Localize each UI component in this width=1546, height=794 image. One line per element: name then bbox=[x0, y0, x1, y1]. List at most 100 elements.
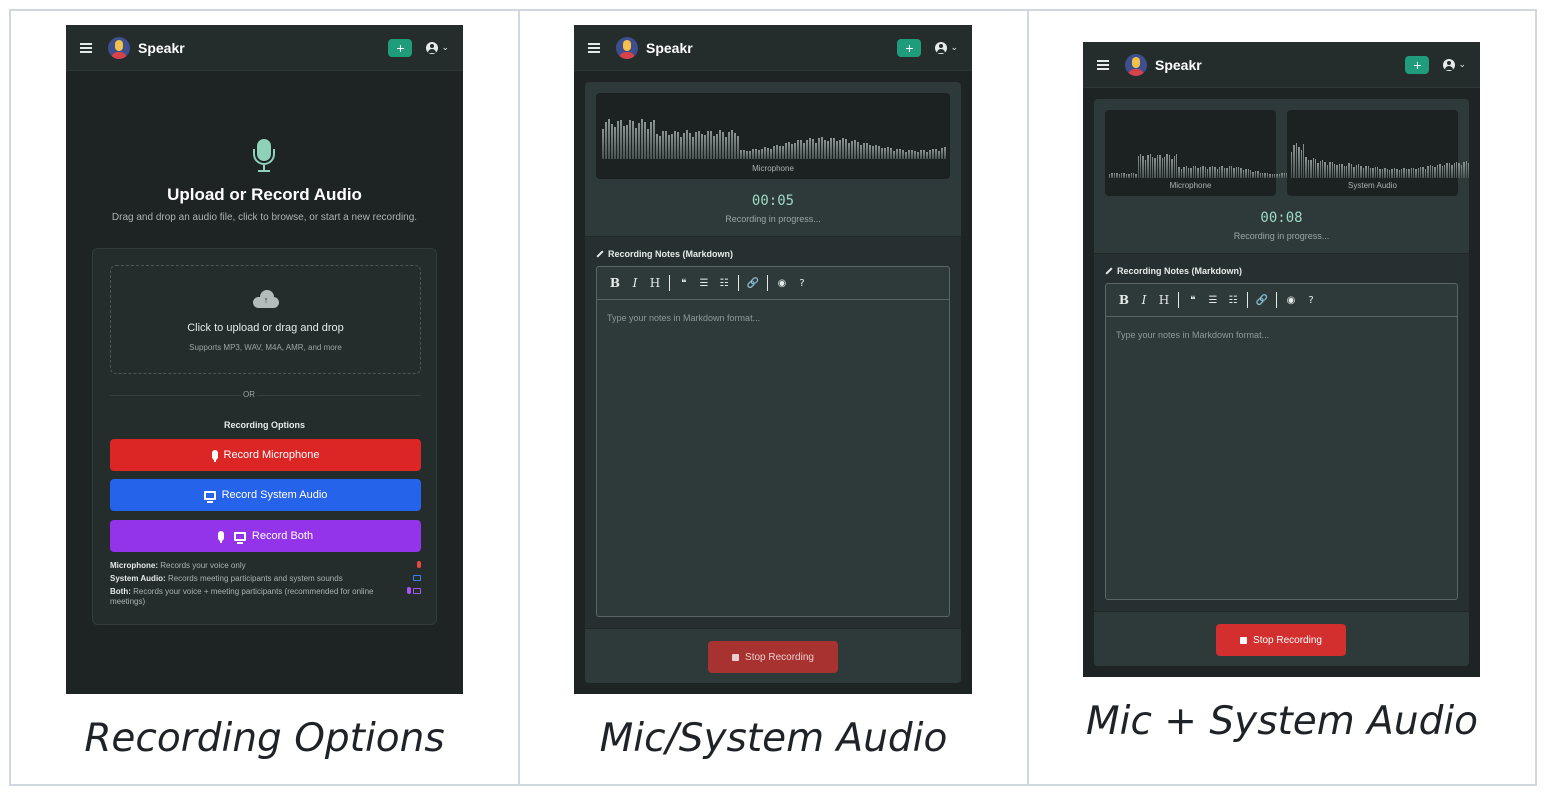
bullet-list-icon[interactable]: ☰ bbox=[1208, 294, 1218, 306]
waveform-bar bbox=[734, 133, 736, 159]
cell-recording-options: Speakr + ⌄ Upload or Record Audio Drag a… bbox=[11, 11, 520, 784]
waveform-bar bbox=[1257, 171, 1259, 178]
waveform-bars bbox=[602, 113, 946, 159]
upload-title: Click to upload or drag and drop bbox=[187, 322, 344, 334]
waveform-bar bbox=[1386, 169, 1389, 178]
heading-button[interactable]: H bbox=[1158, 293, 1170, 307]
recording-options-heading: Recording Options bbox=[224, 420, 305, 430]
waveform-bar bbox=[1291, 152, 1293, 178]
waveform-bar bbox=[839, 140, 841, 159]
waveform-bar bbox=[617, 121, 619, 159]
quote-icon[interactable]: ❝ bbox=[681, 277, 687, 289]
upload-dropzone[interactable]: ↑ Click to upload or drag and drop Suppo… bbox=[110, 265, 421, 374]
waveform-bar bbox=[887, 147, 889, 159]
brand-name[interactable]: Speakr bbox=[646, 39, 693, 56]
numbered-list-icon[interactable]: ☷ bbox=[719, 277, 729, 289]
waveform-bar bbox=[656, 134, 658, 159]
brand-name[interactable]: Speakr bbox=[1155, 56, 1202, 73]
waveform-bar bbox=[722, 132, 724, 159]
new-recording-button[interactable]: + bbox=[1405, 55, 1430, 74]
preview-icon[interactable]: ◉ bbox=[1286, 294, 1296, 306]
quote-icon[interactable]: ❝ bbox=[1190, 294, 1196, 306]
user-menu[interactable]: ⌄ bbox=[426, 41, 449, 54]
page-title: Upload or Record Audio bbox=[167, 185, 362, 204]
waveform-bar bbox=[1307, 160, 1310, 178]
waveform-bar bbox=[1278, 174, 1281, 178]
stop-recording-button[interactable]: Stop Recording bbox=[1216, 624, 1346, 656]
italic-button[interactable]: I bbox=[632, 276, 638, 290]
notes-label: Recording Notes (Markdown) bbox=[596, 249, 733, 259]
help-icon[interactable]: ? bbox=[1308, 294, 1314, 306]
waveform-bar bbox=[1216, 169, 1218, 178]
link-icon[interactable]: 🔗 bbox=[746, 277, 760, 289]
waveform-bar bbox=[833, 138, 835, 159]
legend-system-audio: System Audio: Records meeting participan… bbox=[110, 574, 421, 584]
menu-icon[interactable] bbox=[80, 42, 92, 53]
user-menu[interactable]: ⌄ bbox=[1443, 58, 1466, 71]
screenshot-both-recording: Speakr + ⌄ Microphone System Audio 00:08… bbox=[1083, 42, 1480, 677]
waveform-bar bbox=[1417, 168, 1420, 178]
waveform-bar bbox=[710, 131, 712, 159]
waveform-bar bbox=[1295, 143, 1298, 178]
link-icon[interactable]: 🔗 bbox=[1255, 294, 1269, 306]
menu-icon[interactable] bbox=[588, 42, 600, 53]
waveform-bar bbox=[800, 140, 802, 159]
markdown-editor[interactable]: B I H ❝ ☰ ☷ 🔗 ◉ ? bbox=[1105, 283, 1458, 600]
waveform-bar bbox=[731, 130, 733, 159]
editor-toolbar: B I H ❝ ☰ ☷ 🔗 ◉ ? bbox=[597, 267, 949, 300]
waveform-bar bbox=[923, 150, 925, 159]
waveform-bar bbox=[1334, 164, 1336, 178]
waveform-bar bbox=[1218, 167, 1221, 178]
microphone-icon bbox=[217, 531, 224, 543]
waveform-bar bbox=[1245, 169, 1247, 178]
waveform-bar bbox=[806, 140, 808, 159]
waveform-bar bbox=[1343, 166, 1345, 178]
waveform-bar bbox=[1159, 155, 1161, 178]
waveform-bar bbox=[1178, 167, 1180, 178]
record-both-button[interactable]: Record Both bbox=[110, 520, 421, 552]
waveform-bar bbox=[1372, 168, 1374, 178]
record-microphone-button[interactable]: Record Microphone bbox=[110, 439, 421, 471]
waveform-bar bbox=[1221, 166, 1223, 178]
stop-icon bbox=[1240, 636, 1248, 644]
divider bbox=[110, 395, 421, 396]
record-system-audio-button[interactable]: Record System Audio bbox=[110, 479, 421, 511]
stop-recording-button[interactable]: Stop Recording bbox=[708, 641, 838, 673]
waveform-bar bbox=[1353, 167, 1355, 178]
waveform-bar bbox=[1235, 167, 1238, 178]
bold-button[interactable]: B bbox=[609, 276, 621, 290]
waveform-bar bbox=[1424, 169, 1427, 178]
waveform-bar bbox=[686, 130, 688, 159]
waveform-bar bbox=[1142, 156, 1144, 178]
waveform-bar bbox=[1197, 168, 1199, 178]
preview-icon[interactable]: ◉ bbox=[777, 277, 787, 289]
stop-recording-label: Stop Recording bbox=[745, 651, 814, 663]
stop-recording-label: Stop Recording bbox=[1253, 634, 1322, 646]
waveform-bar bbox=[1171, 159, 1173, 178]
heading-button[interactable]: H bbox=[649, 276, 661, 290]
new-recording-button[interactable]: + bbox=[388, 38, 413, 57]
caption-mic-system-audio: Mic/System Audio bbox=[599, 716, 948, 761]
user-menu[interactable]: ⌄ bbox=[935, 41, 958, 54]
waveform-bar bbox=[725, 137, 727, 159]
stop-icon bbox=[732, 653, 740, 661]
waveform-bar bbox=[1111, 173, 1113, 178]
menu-icon[interactable] bbox=[1097, 59, 1109, 70]
new-recording-button[interactable]: + bbox=[897, 38, 922, 57]
bold-button[interactable]: B bbox=[1118, 293, 1130, 307]
waveform-bar bbox=[797, 140, 799, 159]
waveform-bar bbox=[692, 137, 694, 159]
waveform-bar bbox=[1120, 173, 1123, 178]
bullet-list-icon[interactable]: ☰ bbox=[699, 277, 709, 289]
waveform-bar bbox=[803, 143, 805, 159]
italic-button[interactable]: I bbox=[1141, 293, 1147, 307]
numbered-list-icon[interactable]: ☷ bbox=[1228, 294, 1238, 306]
markdown-editor[interactable]: B I H ❝ ☰ ☷ 🔗 ◉ ? bbox=[596, 266, 950, 617]
waveform-bar bbox=[1355, 165, 1357, 178]
brand-name[interactable]: Speakr bbox=[138, 39, 185, 56]
waveform-bar bbox=[743, 150, 745, 159]
logo-icon bbox=[616, 36, 638, 59]
waveform-bar bbox=[872, 146, 874, 159]
help-icon[interactable]: ? bbox=[799, 277, 805, 289]
waveform-bar bbox=[1137, 156, 1140, 178]
